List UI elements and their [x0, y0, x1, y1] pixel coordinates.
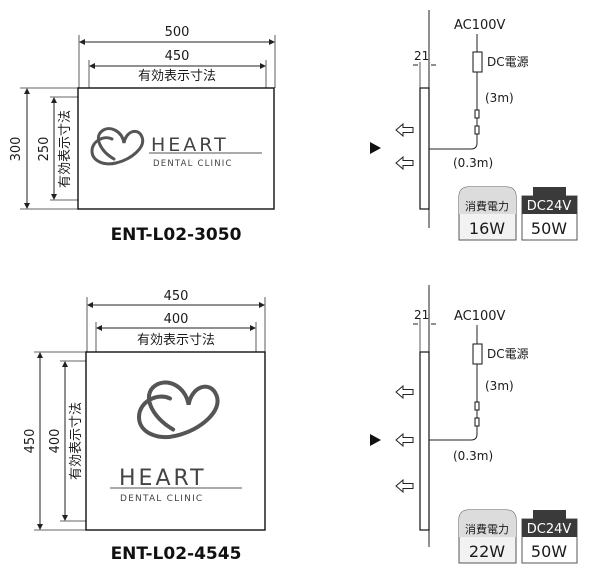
bottom-consumption-label: 消費電力	[465, 522, 509, 536]
bottom-light-arrow-icon	[395, 478, 414, 494]
top-consumption-label: 消費電力	[465, 199, 509, 213]
top-height-display: 250	[37, 137, 52, 162]
top-side-view: 21 AC100V DC電源 (3m) (0.3m) 消費電力 16W	[370, 10, 578, 241]
top-dc-value: 50W	[531, 219, 567, 238]
top-sign-panel	[77, 87, 275, 210]
bottom-brand-name: HEART	[119, 466, 207, 491]
top-display-label-h: 有効表示寸法	[138, 69, 216, 84]
top-light-arrow-icon	[395, 155, 414, 171]
bottom-width-outer: 450	[164, 289, 189, 304]
top-subbrand: DENTAL CLINIC	[153, 159, 233, 169]
top-consumption-badge: 消費電力 16W	[458, 186, 517, 241]
bottom-dc-value: 50W	[531, 542, 567, 561]
top-height-outer: 300	[9, 137, 24, 162]
bottom-consumption-value: 22W	[469, 542, 505, 561]
top-side-panel	[419, 87, 430, 210]
bottom-sign-panel	[85, 351, 266, 531]
top-cable-long: (3m)	[485, 91, 514, 105]
bottom-subbrand: DENTAL CLINIC	[120, 494, 203, 504]
top-power-source: AC100V	[454, 18, 506, 33]
bottom-front-view: 450 400 有効表示寸法 450 400 有効表示寸法 HEART DENT…	[23, 289, 266, 564]
bottom-cable-short: (0.3m)	[453, 449, 493, 463]
top-width-outer: 500	[165, 25, 190, 40]
bottom-model-number: ENT-L02-4545	[111, 544, 242, 564]
bottom-display-label-v: 有効表示寸法	[69, 402, 84, 480]
bottom-heart-logo-icon	[136, 380, 220, 439]
top-consumption-value: 16W	[469, 219, 505, 238]
bottom-consumption-badge: 消費電力 22W	[458, 509, 517, 564]
bottom-light-arrow-icon	[395, 432, 414, 448]
top-cable-short: (0.3m)	[453, 156, 493, 170]
bottom-view-marker-icon	[370, 434, 381, 446]
top-front-view: 500 450 有効表示寸法 300 250 有効表示寸法 HEART DENT…	[9, 25, 276, 245]
bottom-height-display: 400	[48, 429, 63, 454]
top-model-number: ENT-L02-3050	[111, 225, 242, 245]
top-brand-name: HEART	[151, 134, 229, 156]
top-display-label-v: 有効表示寸法	[58, 110, 73, 188]
top-psu-label: DC電源	[487, 55, 529, 69]
top-light-arrow-icon	[395, 122, 414, 138]
top-width-display: 450	[165, 49, 190, 64]
bottom-display-label-h: 有効表示寸法	[137, 333, 215, 348]
top-thickness: 21	[414, 49, 429, 63]
bottom-thickness: 21	[414, 308, 429, 322]
bottom-side-panel	[419, 351, 430, 531]
bottom-side-view: 21 AC100V DC電源 (3m) (0.3m) 消費電力 22W	[370, 285, 578, 564]
top-dc-label: DC24V	[527, 199, 572, 214]
bottom-psu-box	[472, 343, 483, 365]
bottom-height-outer: 450	[23, 429, 38, 454]
top-heart-logo-icon	[90, 127, 145, 166]
bottom-dc-label: DC24V	[527, 522, 572, 537]
bottom-power-source: AC100V	[454, 309, 506, 324]
bottom-cable-long: (3m)	[485, 379, 514, 393]
top-dc-badge: DC24V 50W	[521, 187, 578, 241]
bottom-dc-badge: DC24V 50W	[521, 510, 578, 564]
bottom-width-display: 400	[164, 312, 189, 327]
bottom-light-arrow-icon	[395, 384, 414, 400]
top-psu-box	[472, 51, 483, 73]
bottom-psu-label: DC電源	[487, 347, 529, 361]
top-view-marker-icon	[370, 142, 381, 154]
